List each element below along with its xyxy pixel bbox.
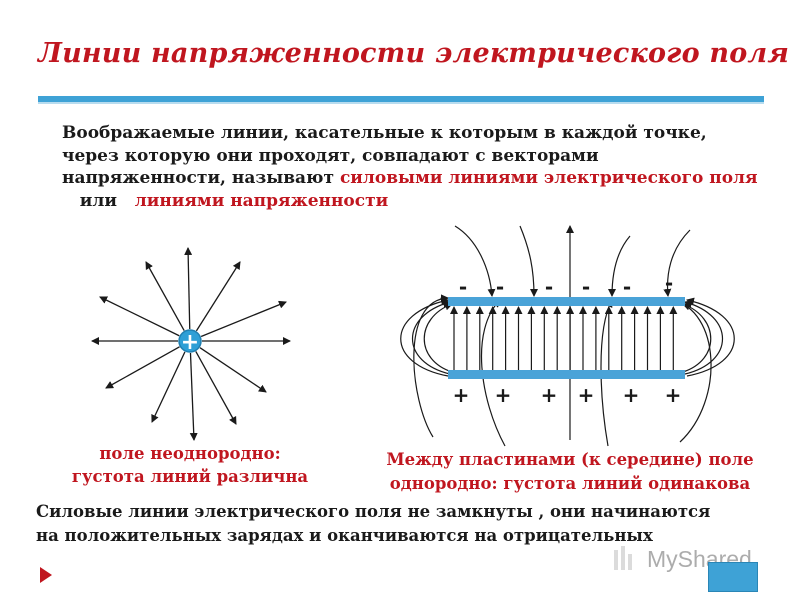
fringe-field-line [519, 225, 538, 297]
caption-nonuniform-line1: поле неоднородно: [99, 444, 281, 463]
caption-uniform-line2: однородно: густота линий одинакова [389, 474, 751, 493]
minus-sign: - [623, 275, 631, 299]
plus-sign: + [578, 383, 595, 407]
conclusion-line2: на положительных зарядах и оканчиваются … [36, 526, 653, 545]
fringe-field-line [686, 297, 735, 377]
field-line [105, 346, 180, 389]
plus-sign: + [665, 383, 682, 407]
plus-sign: + [541, 383, 558, 407]
minus-sign: - [665, 271, 673, 295]
minus-sign: - [545, 275, 553, 299]
minus-sign: - [459, 275, 467, 299]
intro-or: или [62, 190, 135, 211]
title-underline [38, 96, 764, 102]
field-line [189, 352, 198, 441]
fringe-field-line [412, 300, 451, 375]
conclusion-text: Силовые линии электрического поля не зам… [36, 500, 796, 548]
fringe-field-line [608, 235, 631, 297]
intro-text: Воображаемые линии, касательные к которы… [62, 123, 707, 188]
positive-charge [178, 329, 202, 353]
positive-signs: + + + + + + [453, 383, 682, 407]
intro-highlight-force-lines: силовыми линиями электрического поля [339, 168, 758, 188]
caption-uniform-line1: Между пластинами (к середине) поле [386, 450, 754, 469]
negative-signs: ------ [459, 271, 673, 299]
negative-plate [448, 297, 685, 306]
plus-sign: + [623, 383, 640, 407]
fringe-field-line [671, 297, 712, 443]
fringe-field-line [454, 225, 496, 297]
field-line [200, 300, 287, 338]
plus-sign: + [495, 383, 512, 407]
slide-title: Линии напряженности электрического поля [38, 38, 790, 69]
uniform-field-lines [450, 306, 678, 370]
fringe-field-lines [400, 225, 735, 447]
fringe-field-line [663, 229, 691, 297]
field-line [145, 261, 185, 331]
nav-next-button[interactable] [708, 562, 758, 592]
field-line [195, 261, 241, 332]
field-line [199, 347, 267, 393]
point-charge-diagram [91, 247, 291, 441]
intro-paragraph: Воображаемые линии, касательные к которы… [62, 122, 762, 212]
parallel-plates-diagram: - - - - - - + + + + + + [400, 225, 735, 447]
plus-sign: + [453, 383, 470, 407]
play-arrow-icon[interactable] [38, 566, 54, 584]
caption-nonuniform-line2: густота линий различна [71, 467, 309, 486]
title-underline-shadow [38, 102, 764, 104]
caption-nonuniform: поле неоднородно: густота линий различна [40, 442, 340, 488]
minus-sign: - [582, 275, 590, 299]
fringe-field-line [682, 302, 712, 373]
field-line [184, 247, 193, 330]
intro-highlight-intensity-lines: линиями напряженности [134, 190, 389, 211]
field-line [99, 296, 180, 337]
caption-uniform: Между пластинами (к середине) поле однор… [350, 448, 790, 496]
fringe-field-line [413, 294, 449, 438]
field-line [195, 351, 237, 425]
conclusion-line1: Силовые линии электрического поля не зам… [36, 502, 711, 521]
field-line [151, 351, 186, 423]
fringe-field-line [423, 302, 453, 373]
minus-sign: - [496, 275, 504, 299]
positive-plate [448, 370, 685, 379]
fringe-field-line [684, 300, 723, 375]
watermark-logo-icon [614, 546, 632, 570]
charge-sign: + [181, 330, 199, 355]
